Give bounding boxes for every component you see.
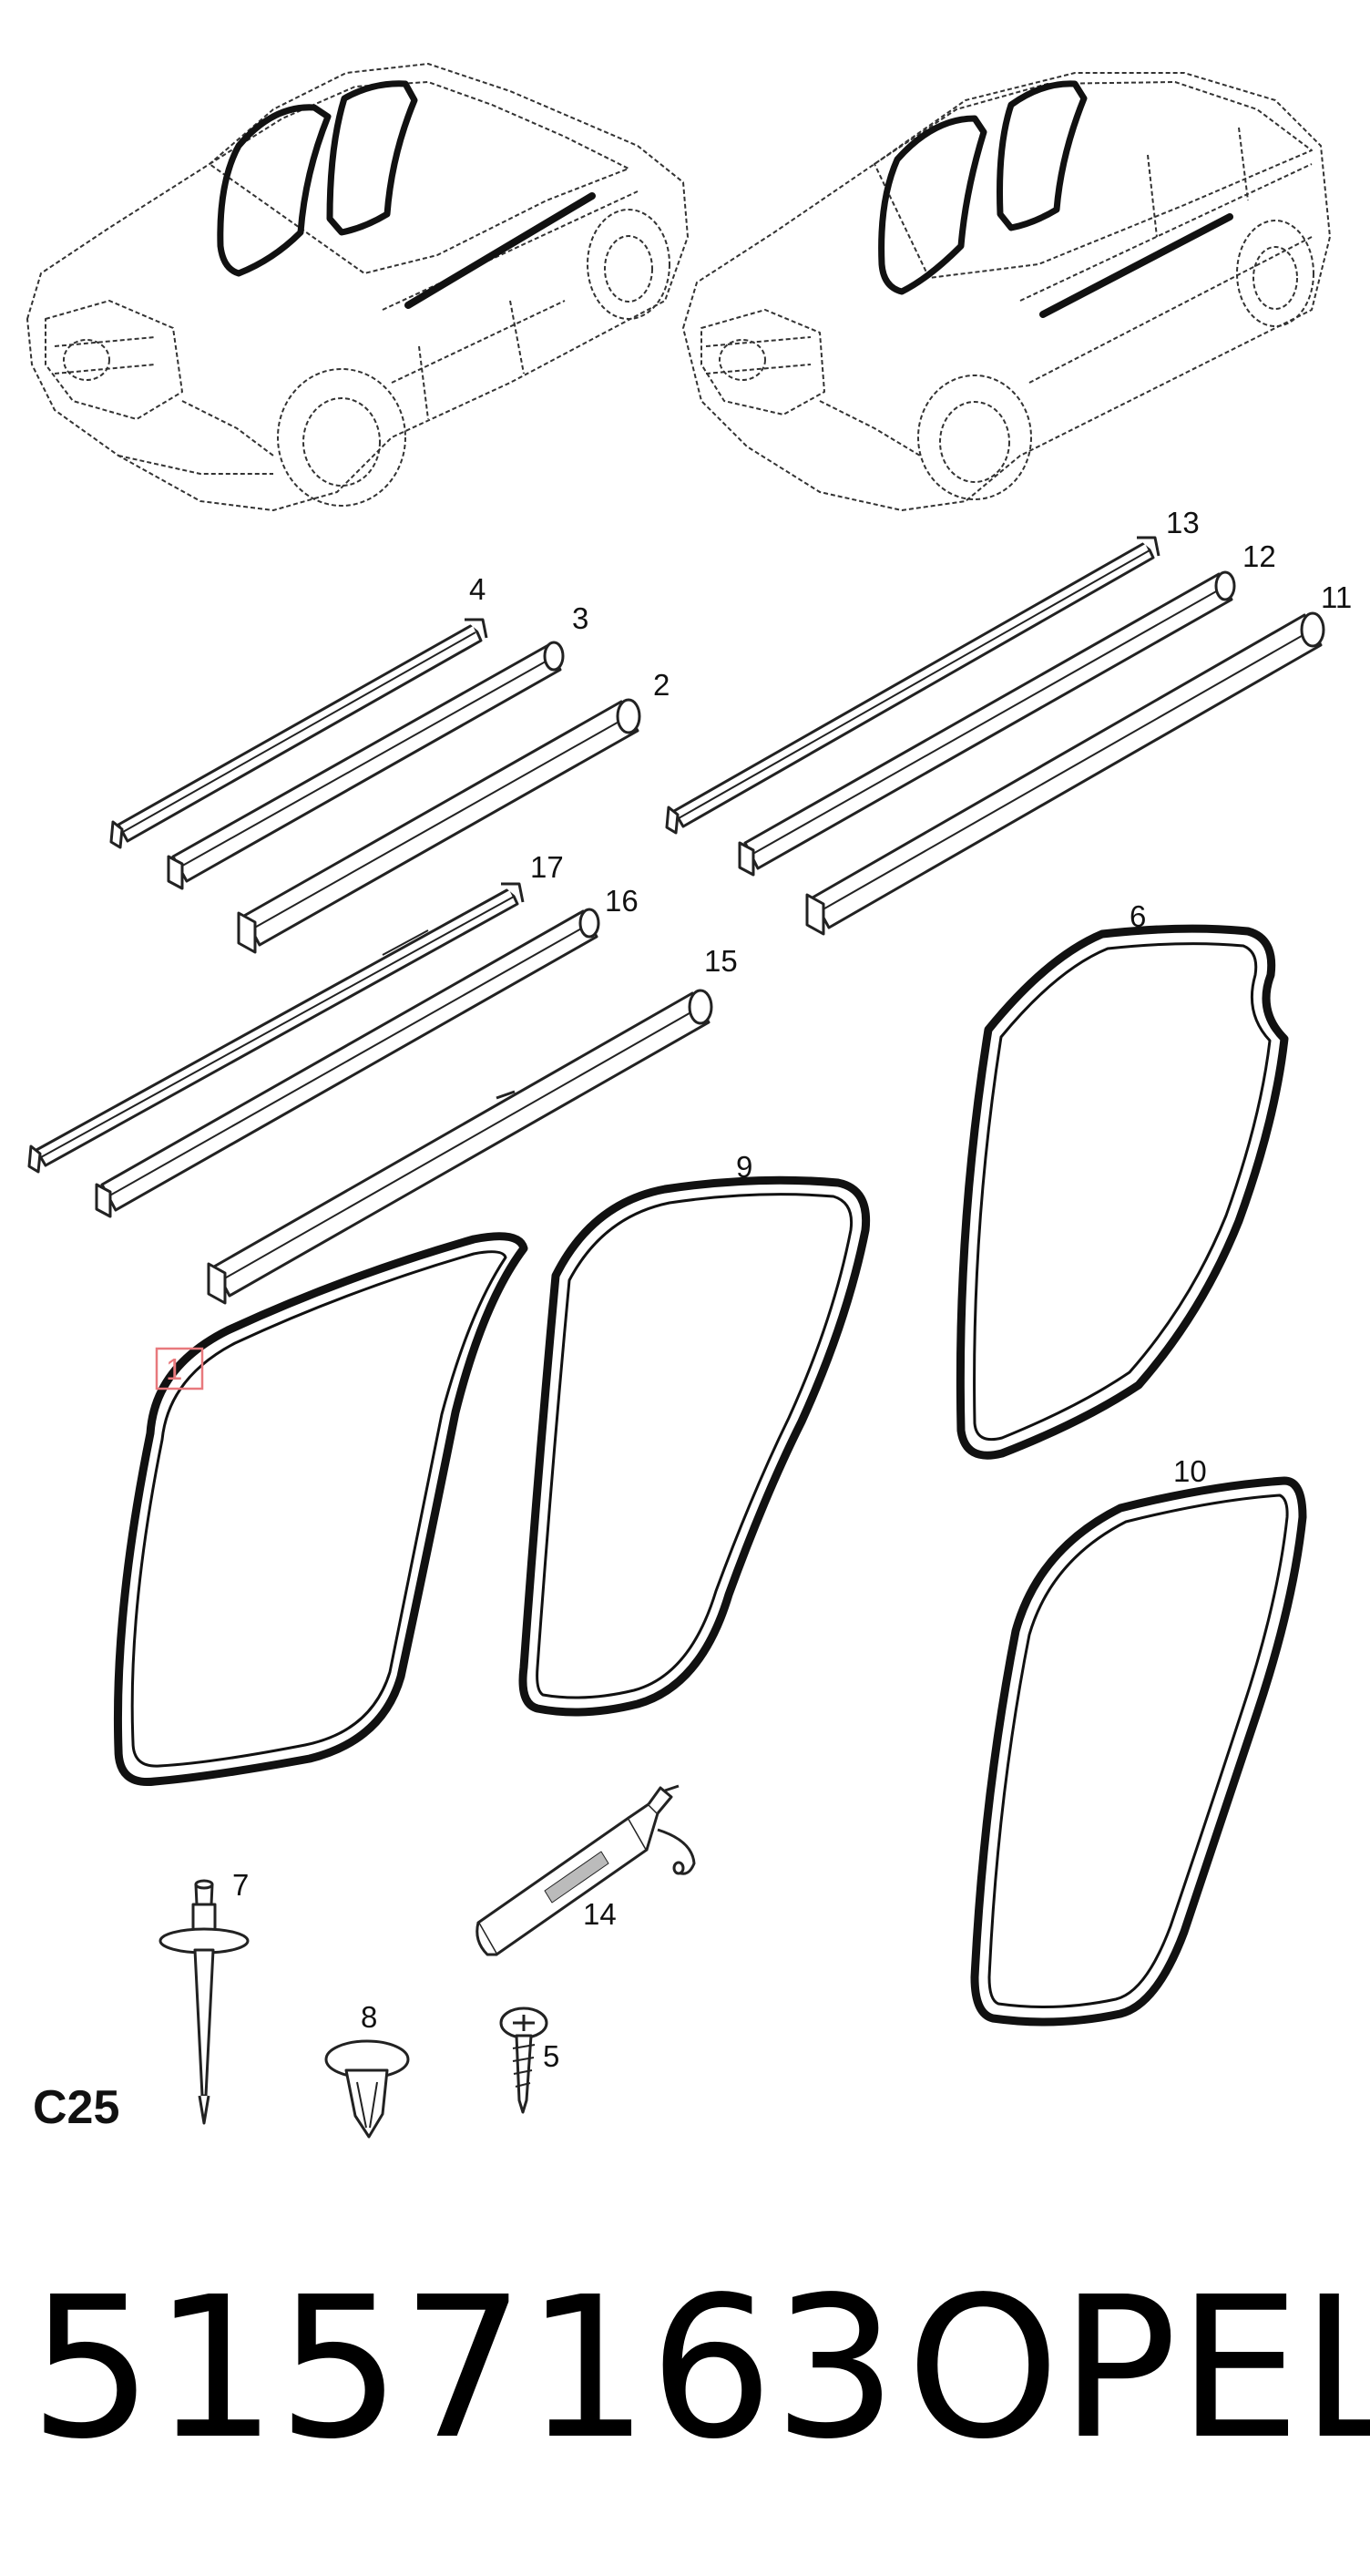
part-number: 5157163 <box>29 2255 898 2482</box>
part-label-10[interactable]: 10 <box>1173 1454 1207 1488</box>
part-label-9[interactable]: 9 <box>736 1150 752 1184</box>
part-label-14[interactable]: 14 <box>583 1897 617 1931</box>
molding-strip-set-front-left <box>109 618 641 954</box>
sheet-code: C25 <box>33 2081 119 2134</box>
part-label-12[interactable]: 12 <box>1242 539 1276 573</box>
sedan-highlighted-seals <box>217 80 596 309</box>
sedan-illustration <box>26 63 689 511</box>
wagon-illustration <box>682 72 1331 511</box>
part-label-4[interactable]: 4 <box>469 572 486 606</box>
door-seal-1 <box>113 1232 528 1787</box>
part-label-11[interactable]: 11 <box>1321 580 1352 614</box>
part-label-6[interactable]: 6 <box>1130 899 1146 933</box>
molding-strip-set-rear <box>27 882 713 1305</box>
door-seal-9 <box>518 1175 871 1717</box>
part-label-3[interactable]: 3 <box>572 601 588 635</box>
door-seal-10 <box>970 1476 1307 2027</box>
part-labels: 1 2 3 4 5 6 7 8 9 10 11 12 13 14 15 16 1… <box>33 506 1352 2134</box>
trim-clip-8 <box>324 2039 410 2139</box>
screw-5 <box>499 2006 548 2114</box>
part-label-7[interactable]: 7 <box>232 1868 249 1902</box>
part-label-15[interactable]: 15 <box>704 944 738 978</box>
highlighted-part-marker <box>155 1347 204 1391</box>
adhesive-tube-14 <box>475 1784 696 1956</box>
part-label-16[interactable]: 16 <box>605 884 639 918</box>
part-label-5[interactable]: 5 <box>543 2039 559 2073</box>
part-label-8[interactable]: 8 <box>361 2000 377 2034</box>
part-label-13[interactable]: 13 <box>1166 506 1200 539</box>
push-rivet-7 <box>158 1879 250 2125</box>
part-label-1[interactable]: 1 <box>166 1352 182 1386</box>
brand-name: OPEL <box>906 2255 1370 2482</box>
molding-strip-set-front-right <box>665 536 1325 936</box>
wagon-highlighted-seals <box>878 80 1233 318</box>
door-seal-6 <box>956 924 1289 1460</box>
part-label-2[interactable]: 2 <box>653 668 670 702</box>
part-label-17[interactable]: 17 <box>530 850 564 884</box>
